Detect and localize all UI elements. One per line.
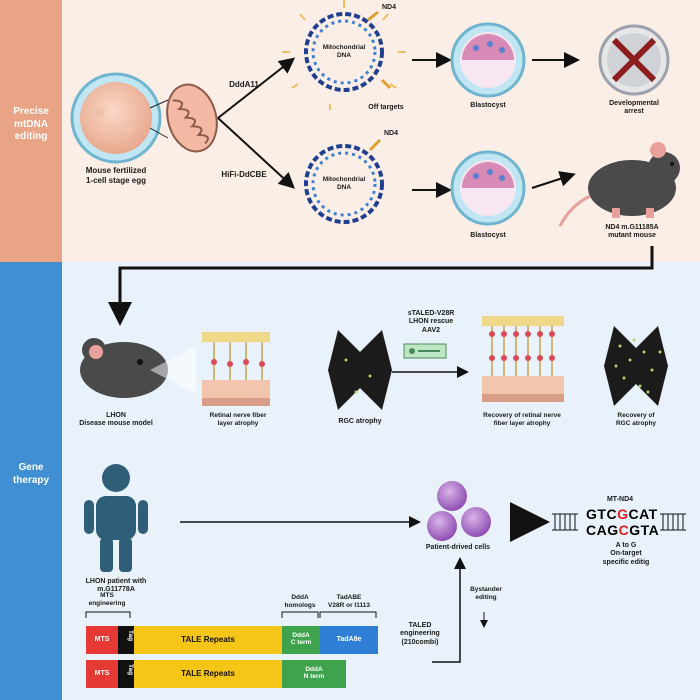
rgc-atrophy-icon: [328, 330, 392, 410]
patient-person-icon: [84, 464, 148, 572]
ddda-homologs-label: DddA homologs: [284, 594, 316, 609]
a-to-g-label: A to G On-target specific editig: [602, 542, 650, 566]
rgc-recovery-label: Recovery of RGC atrophy: [615, 412, 657, 427]
lhon-mouse-icon: [80, 338, 196, 398]
fertilized-egg-icon: [70, 72, 169, 164]
patient-cells-icon: [427, 481, 491, 541]
construct1-mts: [86, 626, 118, 654]
construct1-tada: [320, 626, 378, 654]
tadabe-label: TadABE V28R or I1113: [328, 594, 370, 609]
dna-ladder-right: [660, 513, 686, 531]
retina-layer-atrophy-icon: [202, 332, 270, 406]
nd4-mid-label: ND4: [383, 130, 398, 137]
blastocyst-1-icon: [450, 22, 526, 98]
arrow-to-hifi: [217, 117, 295, 189]
developmental-arrest-icon: [598, 24, 670, 96]
bystander-label: Bystander editing: [470, 586, 502, 601]
taled-eng-label: TALED engineering (210combi): [400, 622, 440, 646]
egg-label: Mouse fertilized 1-cell stage egg: [85, 166, 147, 185]
blastocyst-1-label: Blastocyst: [470, 102, 506, 109]
c1-tale-label: TALE Repeats: [181, 635, 235, 644]
construct2-tag: [118, 660, 134, 688]
mutant-mouse-icon: [558, 142, 680, 227]
dna-ladder-left: [552, 513, 578, 531]
c1-ddda-label: DddA C term: [290, 632, 312, 647]
construct1-tag: [118, 626, 134, 654]
aav-vector-icon: [403, 343, 447, 359]
blastocyst-2-label: Blastocyst: [470, 232, 506, 239]
mt-nd4-label: MT-ND4: [606, 496, 634, 503]
hifi-label: HiFi-DdCBE: [221, 170, 267, 179]
arrow-to-ddda11: [217, 57, 296, 119]
section-label-top: Precise mtDNA editing: [13, 106, 49, 142]
c2-ddda-label: DddA N term: [303, 666, 325, 681]
construct2-ddda: [282, 660, 346, 688]
patient-cells-label: Patient-drived cells: [425, 544, 491, 551]
mitochondrion-icon: [166, 83, 218, 153]
nd4-top-label: ND4: [381, 4, 396, 11]
dev-arrest-label: Developmental arrest: [609, 100, 659, 116]
mito-dna-2-label: Mitochondrial DNA: [322, 176, 366, 191]
staled-label: sTALED-V28R LHON rescue AAV2: [407, 310, 455, 334]
lhon-model-label: LHON Disease mouse model: [79, 412, 153, 428]
c1-tada-label: TadA8e: [336, 636, 362, 643]
rnfl-recovery-label: Recovery of retinal nerve fiber layer at…: [483, 412, 561, 427]
c2-tale-label: TALE Repeats: [181, 669, 235, 678]
off-targets-label: Off targets: [368, 104, 404, 111]
rgc-atrophy-label: RGC atrophy: [338, 418, 382, 425]
retina-recovery-icon: [482, 316, 564, 402]
construct2-mts: [86, 660, 118, 688]
ddda11-label: DddA11: [229, 80, 259, 89]
rnfl-atrophy-label: Retinal nerve fiber layer atrophy: [209, 412, 267, 427]
mito-dna-1-label: Mitochondrial DNA: [322, 44, 366, 59]
sequence-top: GTCGCAT: [586, 506, 658, 522]
blastocyst-2-icon: [450, 150, 526, 226]
mito-dna-ring-2: [304, 138, 384, 224]
section-label-bottom: Gene therapy: [12, 462, 50, 486]
c1-mts-label: MTS: [94, 636, 110, 643]
bottom-side-band: [0, 262, 62, 700]
c2-tag-label: Tag: [127, 664, 134, 676]
mito-dna-ring-1: [282, 0, 406, 110]
rgc-recovery-icon: [604, 326, 668, 406]
arrow-to-lhon-model: [108, 246, 654, 326]
c2-mts-label: MTS: [94, 670, 110, 677]
mts-eng-label: MTS engineering: [88, 592, 126, 607]
patient-label: LHON patient with m.G11778A: [85, 578, 147, 594]
construct1-tale: [134, 626, 282, 654]
sequence-bottom: CAGCGTA: [586, 522, 660, 538]
construct1-ddda: [282, 626, 320, 654]
top-side-band: [0, 0, 62, 262]
mutant-mouse-label: ND4 m.G11185A mutant mouse: [605, 224, 659, 240]
c1-tag-label: Tag: [127, 630, 134, 642]
construct2-tale: [134, 660, 282, 688]
